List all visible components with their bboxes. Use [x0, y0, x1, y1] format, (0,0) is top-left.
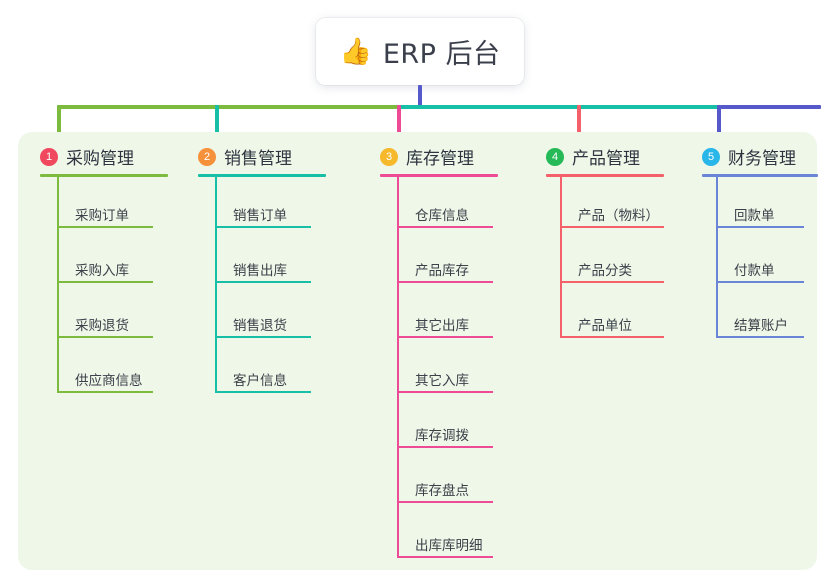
- column-title: 库存管理: [406, 149, 474, 169]
- node-item[interactable]: 其它入库: [415, 373, 469, 389]
- node-item-rule: [397, 446, 493, 448]
- column-header-财务管理[interactable]: 5 财务管理: [702, 144, 796, 169]
- column-header-销售管理[interactable]: 2 销售管理: [198, 144, 292, 169]
- column-title: 财务管理: [728, 149, 796, 169]
- column-header-rule: [702, 174, 818, 177]
- connector-drop-5: [717, 105, 721, 147]
- node-item[interactable]: 产品（物料）: [578, 208, 659, 224]
- column-badge-number: 3: [380, 147, 398, 166]
- node-item-rule: [716, 226, 804, 228]
- column-trunk-line: [215, 177, 217, 391]
- column-header-rule: [546, 174, 664, 177]
- column-header-采购管理[interactable]: 1 采购管理: [40, 144, 134, 169]
- connector-bus-green: [57, 105, 401, 109]
- connector-drop-2: [215, 105, 219, 147]
- node-item[interactable]: 结算账户: [734, 318, 788, 334]
- column-badge-number: 2: [198, 147, 216, 166]
- connector-drop-3: [397, 105, 401, 147]
- node-item[interactable]: 采购入库: [75, 263, 129, 279]
- node-item[interactable]: 销售出库: [233, 263, 287, 279]
- node-item-rule: [57, 391, 153, 393]
- column-header-库存管理[interactable]: 3 库存管理: [380, 144, 474, 169]
- column-trunk-line: [560, 177, 562, 336]
- node-item[interactable]: 产品库存: [415, 263, 469, 279]
- node-item[interactable]: 采购退货: [75, 318, 129, 334]
- node-item-rule: [716, 281, 804, 283]
- node-item-rule: [397, 391, 493, 393]
- column-title: 采购管理: [66, 149, 134, 169]
- column-badge-number: 5: [702, 147, 720, 166]
- column-title: 销售管理: [224, 149, 292, 169]
- node-item-rule: [215, 336, 311, 338]
- node-item-rule: [397, 501, 493, 503]
- column-header-rule: [380, 174, 498, 177]
- node-item-rule: [215, 391, 311, 393]
- node-item[interactable]: 销售退货: [233, 318, 287, 334]
- node-item-rule: [397, 556, 493, 558]
- root-node-content: 👍 ERP 后台: [339, 32, 500, 71]
- connector-drop-1: [57, 105, 61, 147]
- node-item[interactable]: 产品分类: [578, 263, 632, 279]
- column-trunk-line: [57, 177, 59, 391]
- connector-bus-teal: [397, 105, 721, 109]
- column-header-rule: [40, 174, 168, 177]
- node-item[interactable]: 出库库明细: [415, 538, 483, 554]
- column-title: 产品管理: [572, 149, 640, 169]
- connector-stem: [418, 85, 422, 109]
- node-item[interactable]: 客户信息: [233, 373, 287, 389]
- node-item[interactable]: 供应商信息: [75, 373, 143, 389]
- node-item[interactable]: 库存调拨: [415, 428, 469, 444]
- node-item-rule: [57, 226, 153, 228]
- node-item-rule: [560, 281, 664, 283]
- column-header-产品管理[interactable]: 4 产品管理: [546, 144, 640, 169]
- node-item-rule: [560, 226, 664, 228]
- node-item-rule: [57, 336, 153, 338]
- column-trunk-line: [716, 177, 718, 336]
- column-badge-number: 1: [40, 147, 58, 166]
- mindmap-panel: 1 采购管理采购订单采购入库采购退货供应商信息 2 销售管理销售订单销售出库销售退货客…: [18, 132, 818, 570]
- column-trunk-line: [397, 177, 399, 556]
- node-item[interactable]: 仓库信息: [415, 208, 469, 224]
- page-title: ERP 后台: [382, 39, 501, 70]
- column-header-rule: [198, 174, 326, 177]
- node-item-rule: [397, 281, 493, 283]
- column-badge-number: 4: [546, 147, 564, 166]
- node-item-rule: [397, 226, 493, 228]
- node-item[interactable]: 库存盘点: [415, 483, 469, 499]
- connector-drop-4: [577, 105, 581, 147]
- node-item-rule: [215, 226, 311, 228]
- node-item-rule: [57, 281, 153, 283]
- node-item[interactable]: 销售订单: [233, 208, 287, 224]
- node-item-rule: [397, 336, 493, 338]
- node-item-rule: [560, 336, 664, 338]
- node-item[interactable]: 付款单: [734, 263, 775, 279]
- thumbs-up-icon: 👍: [339, 36, 372, 67]
- root-node-card[interactable]: 👍 ERP 后台: [316, 18, 524, 85]
- node-item[interactable]: 其它出库: [415, 318, 469, 334]
- node-item-rule: [716, 336, 804, 338]
- node-item[interactable]: 采购订单: [75, 208, 129, 224]
- node-item-rule: [215, 281, 311, 283]
- node-item[interactable]: 回款单: [734, 208, 775, 224]
- node-item[interactable]: 产品单位: [578, 318, 632, 334]
